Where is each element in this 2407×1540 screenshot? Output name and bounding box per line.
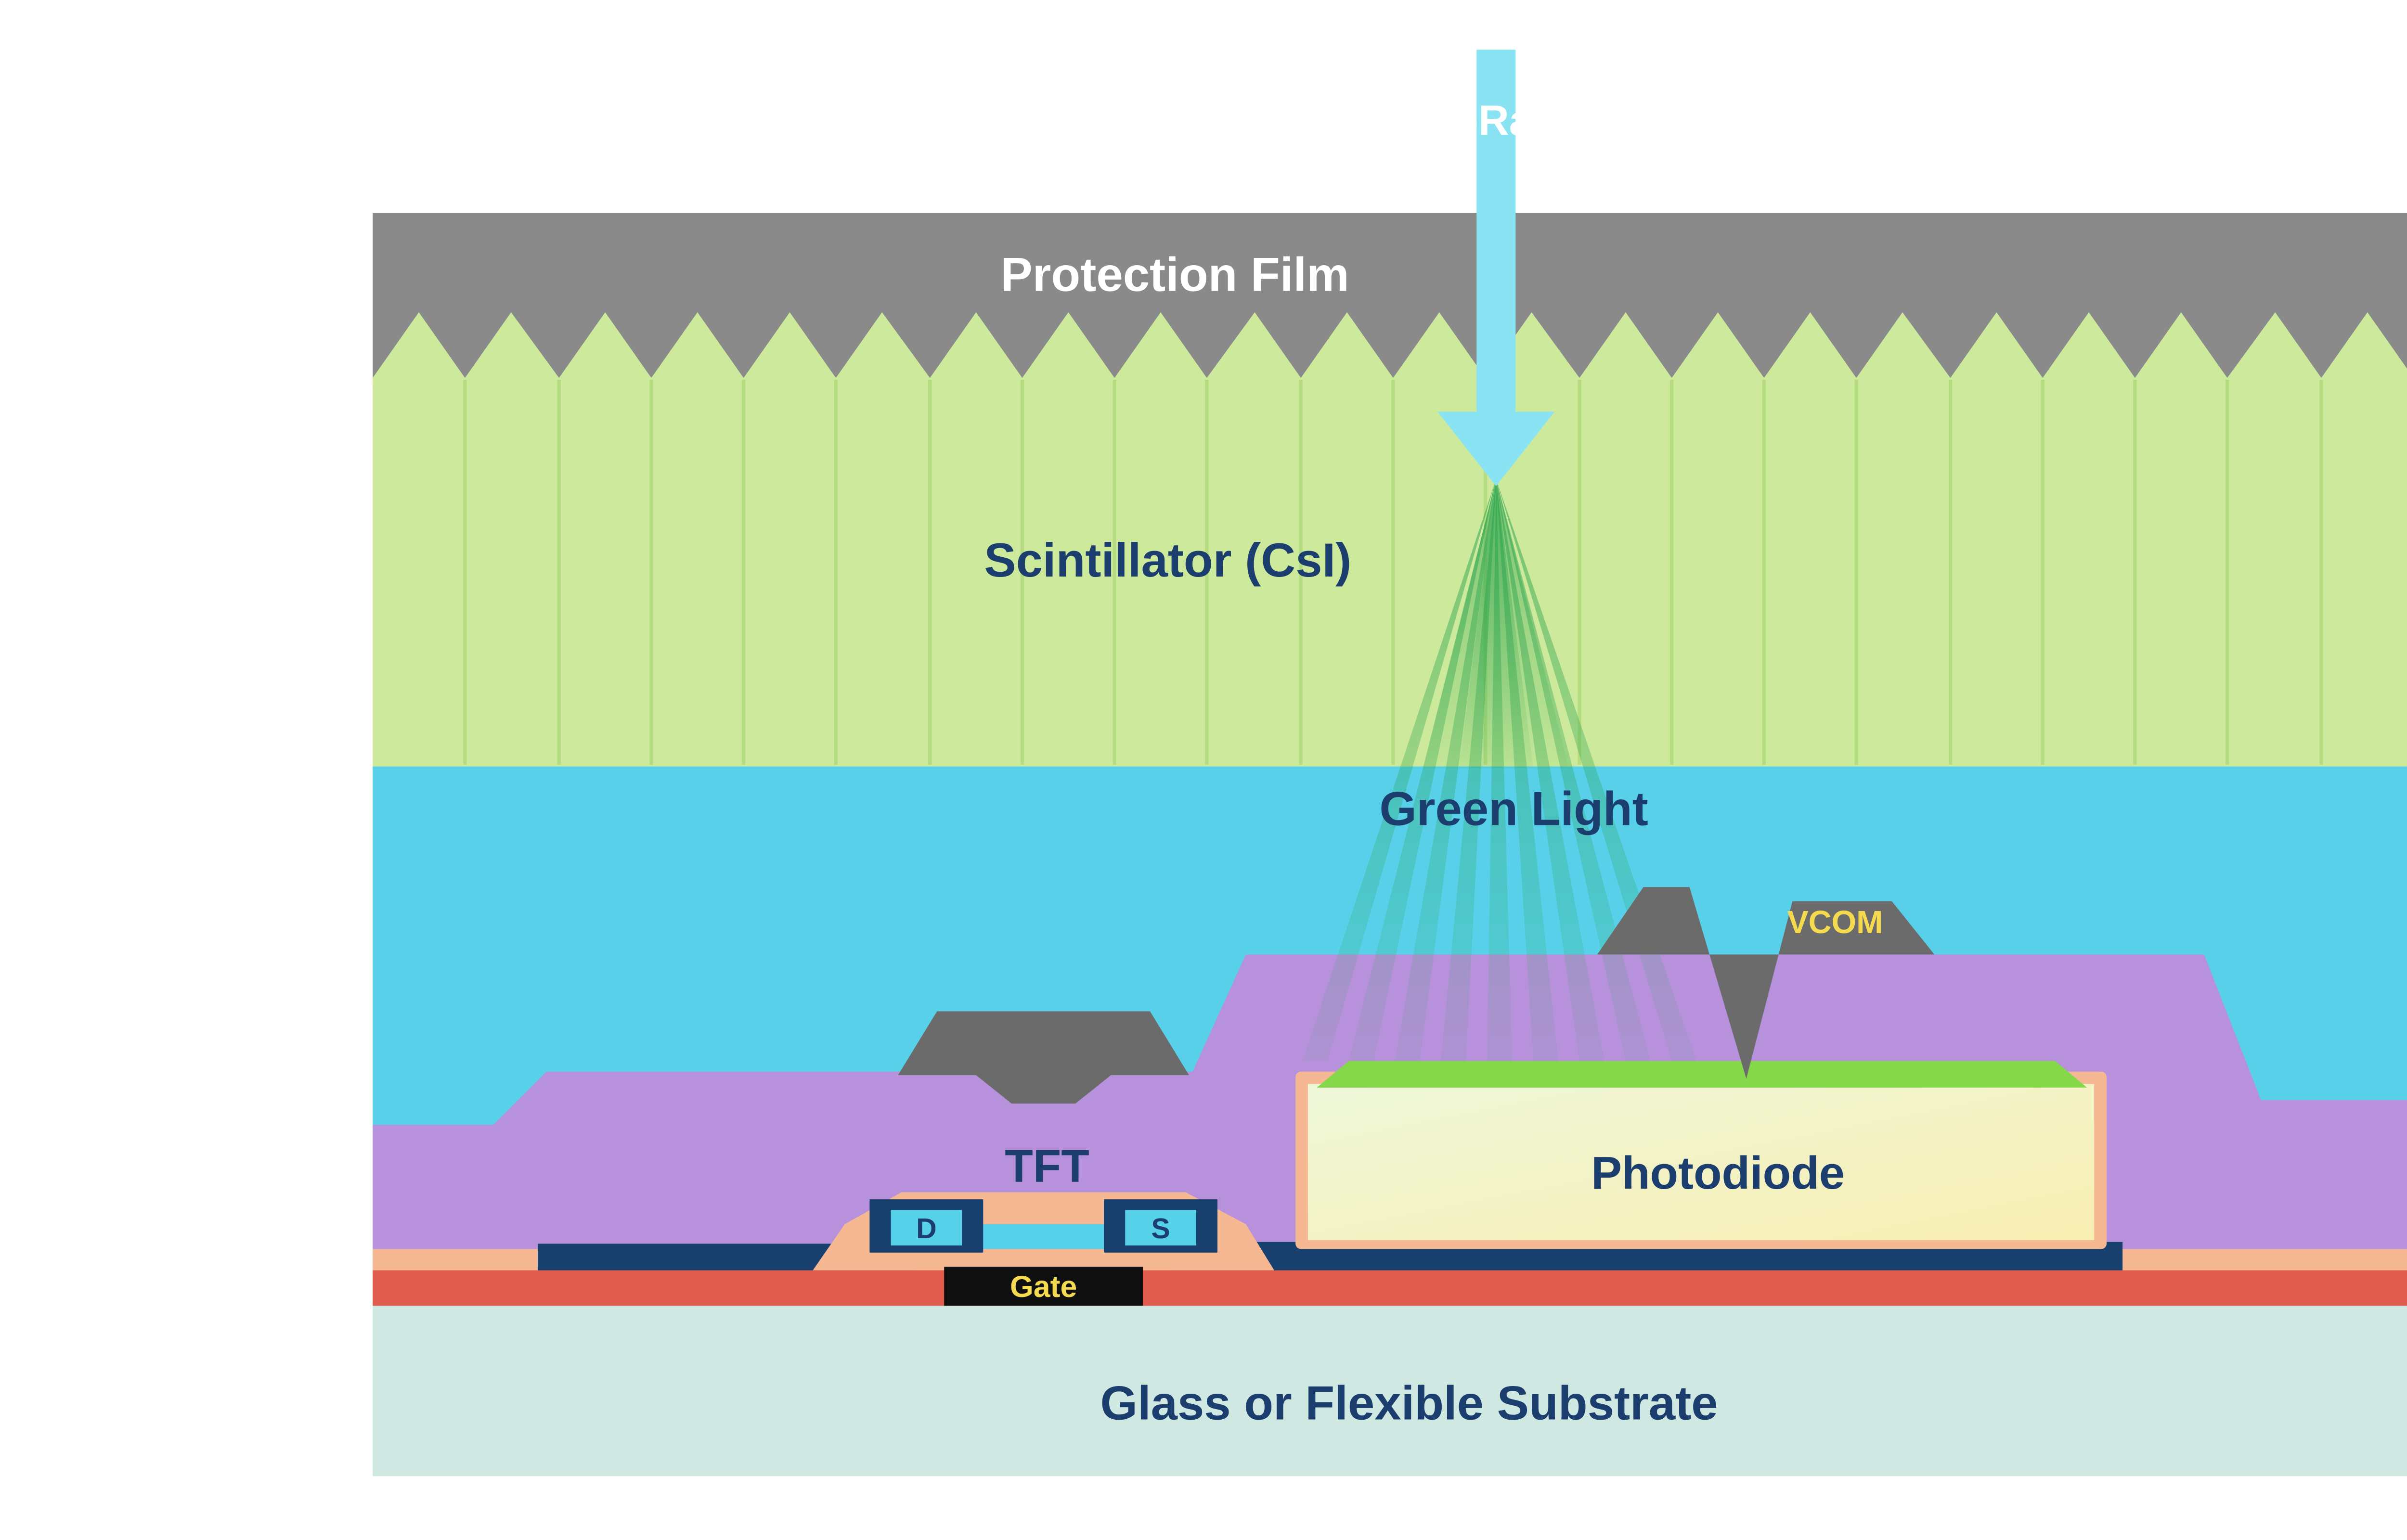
gate-label: Gate — [1010, 1270, 1077, 1304]
xray-arrow-shaft — [1476, 50, 1516, 415]
source-label: S — [1151, 1213, 1170, 1245]
drain-label: D — [916, 1213, 937, 1245]
green-ray — [1496, 479, 1558, 1061]
tft-channel — [972, 1224, 1115, 1249]
tft-gate — [944, 1267, 1143, 1306]
protection-film-label: Protection Film — [1000, 248, 1349, 302]
red-barrier-layer — [373, 1270, 2407, 1306]
photodiode-top-contact — [1317, 1061, 2087, 1088]
gray-electrode-left — [898, 1011, 1189, 1104]
tft-drain-contact — [891, 1210, 962, 1245]
scintillator-layer — [373, 378, 2407, 769]
photodiode-label: Photodiode — [1591, 1147, 1845, 1199]
scintillator-column-lines — [463, 379, 2323, 765]
tft-source-contact — [1125, 1210, 1196, 1245]
tft-label: TFT — [1005, 1140, 1089, 1192]
xray-label: X-Ray — [1436, 96, 1556, 144]
substrate-layer — [373, 1306, 2407, 1476]
vcom-electrode — [1597, 887, 1935, 1079]
scintillator-label: Scintillator (CsI) — [984, 534, 1351, 587]
xray-arrowhead — [1437, 411, 1555, 487]
green-light-label: Green Light — [1379, 782, 1648, 835]
substrate-label: Glass or Flexible Substrate — [1100, 1376, 1718, 1430]
vcom-label: VCOM — [1787, 905, 1883, 940]
green-ray — [1487, 479, 1512, 1061]
scintillator-teeth — [373, 312, 2407, 387]
green-ray — [1496, 479, 1651, 1061]
photodiode-body — [1307, 1084, 2095, 1240]
